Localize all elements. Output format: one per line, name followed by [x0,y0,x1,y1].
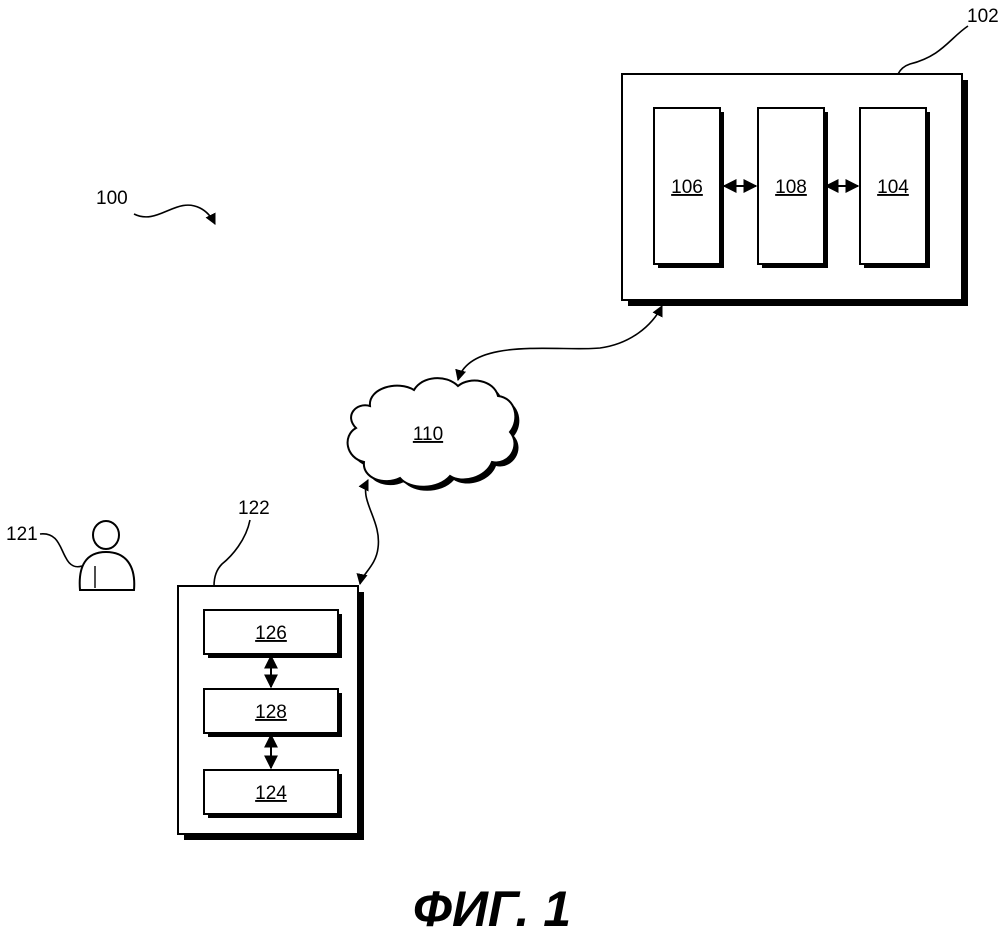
client-block-label: 126 [255,623,287,644]
server-block-label: 108 [775,177,807,198]
user-person-icon [80,521,135,590]
user-ref-leader [40,534,82,567]
client-block-128: 128 [204,689,342,737]
system-ref-leader [134,205,215,224]
network-ref-label: 110 [413,424,443,445]
figure-caption: ФИГ. 1 [413,881,571,937]
server-ref-label: 102 [967,6,999,27]
client-block-label: 124 [255,783,287,804]
client-ref-label: 122 [238,498,270,519]
cloud-client-link [360,480,378,584]
cloud-server-link [458,306,662,380]
client-block-124: 124 [204,770,342,818]
server-block-label: 104 [877,177,909,198]
client-block-126: 126 [204,610,342,658]
server-block-106: 106 [654,108,724,268]
system-ref-label: 100 [96,188,128,209]
user-ref-label: 121 [6,524,38,545]
client-ref-leader [214,520,250,586]
network-cloud: 110 [348,378,520,491]
server-block-label: 106 [671,177,703,198]
server-block-104: 104 [860,108,930,268]
client-block-label: 128 [255,702,287,723]
server-block-108: 108 [758,108,828,268]
server-ref-leader [898,26,968,74]
